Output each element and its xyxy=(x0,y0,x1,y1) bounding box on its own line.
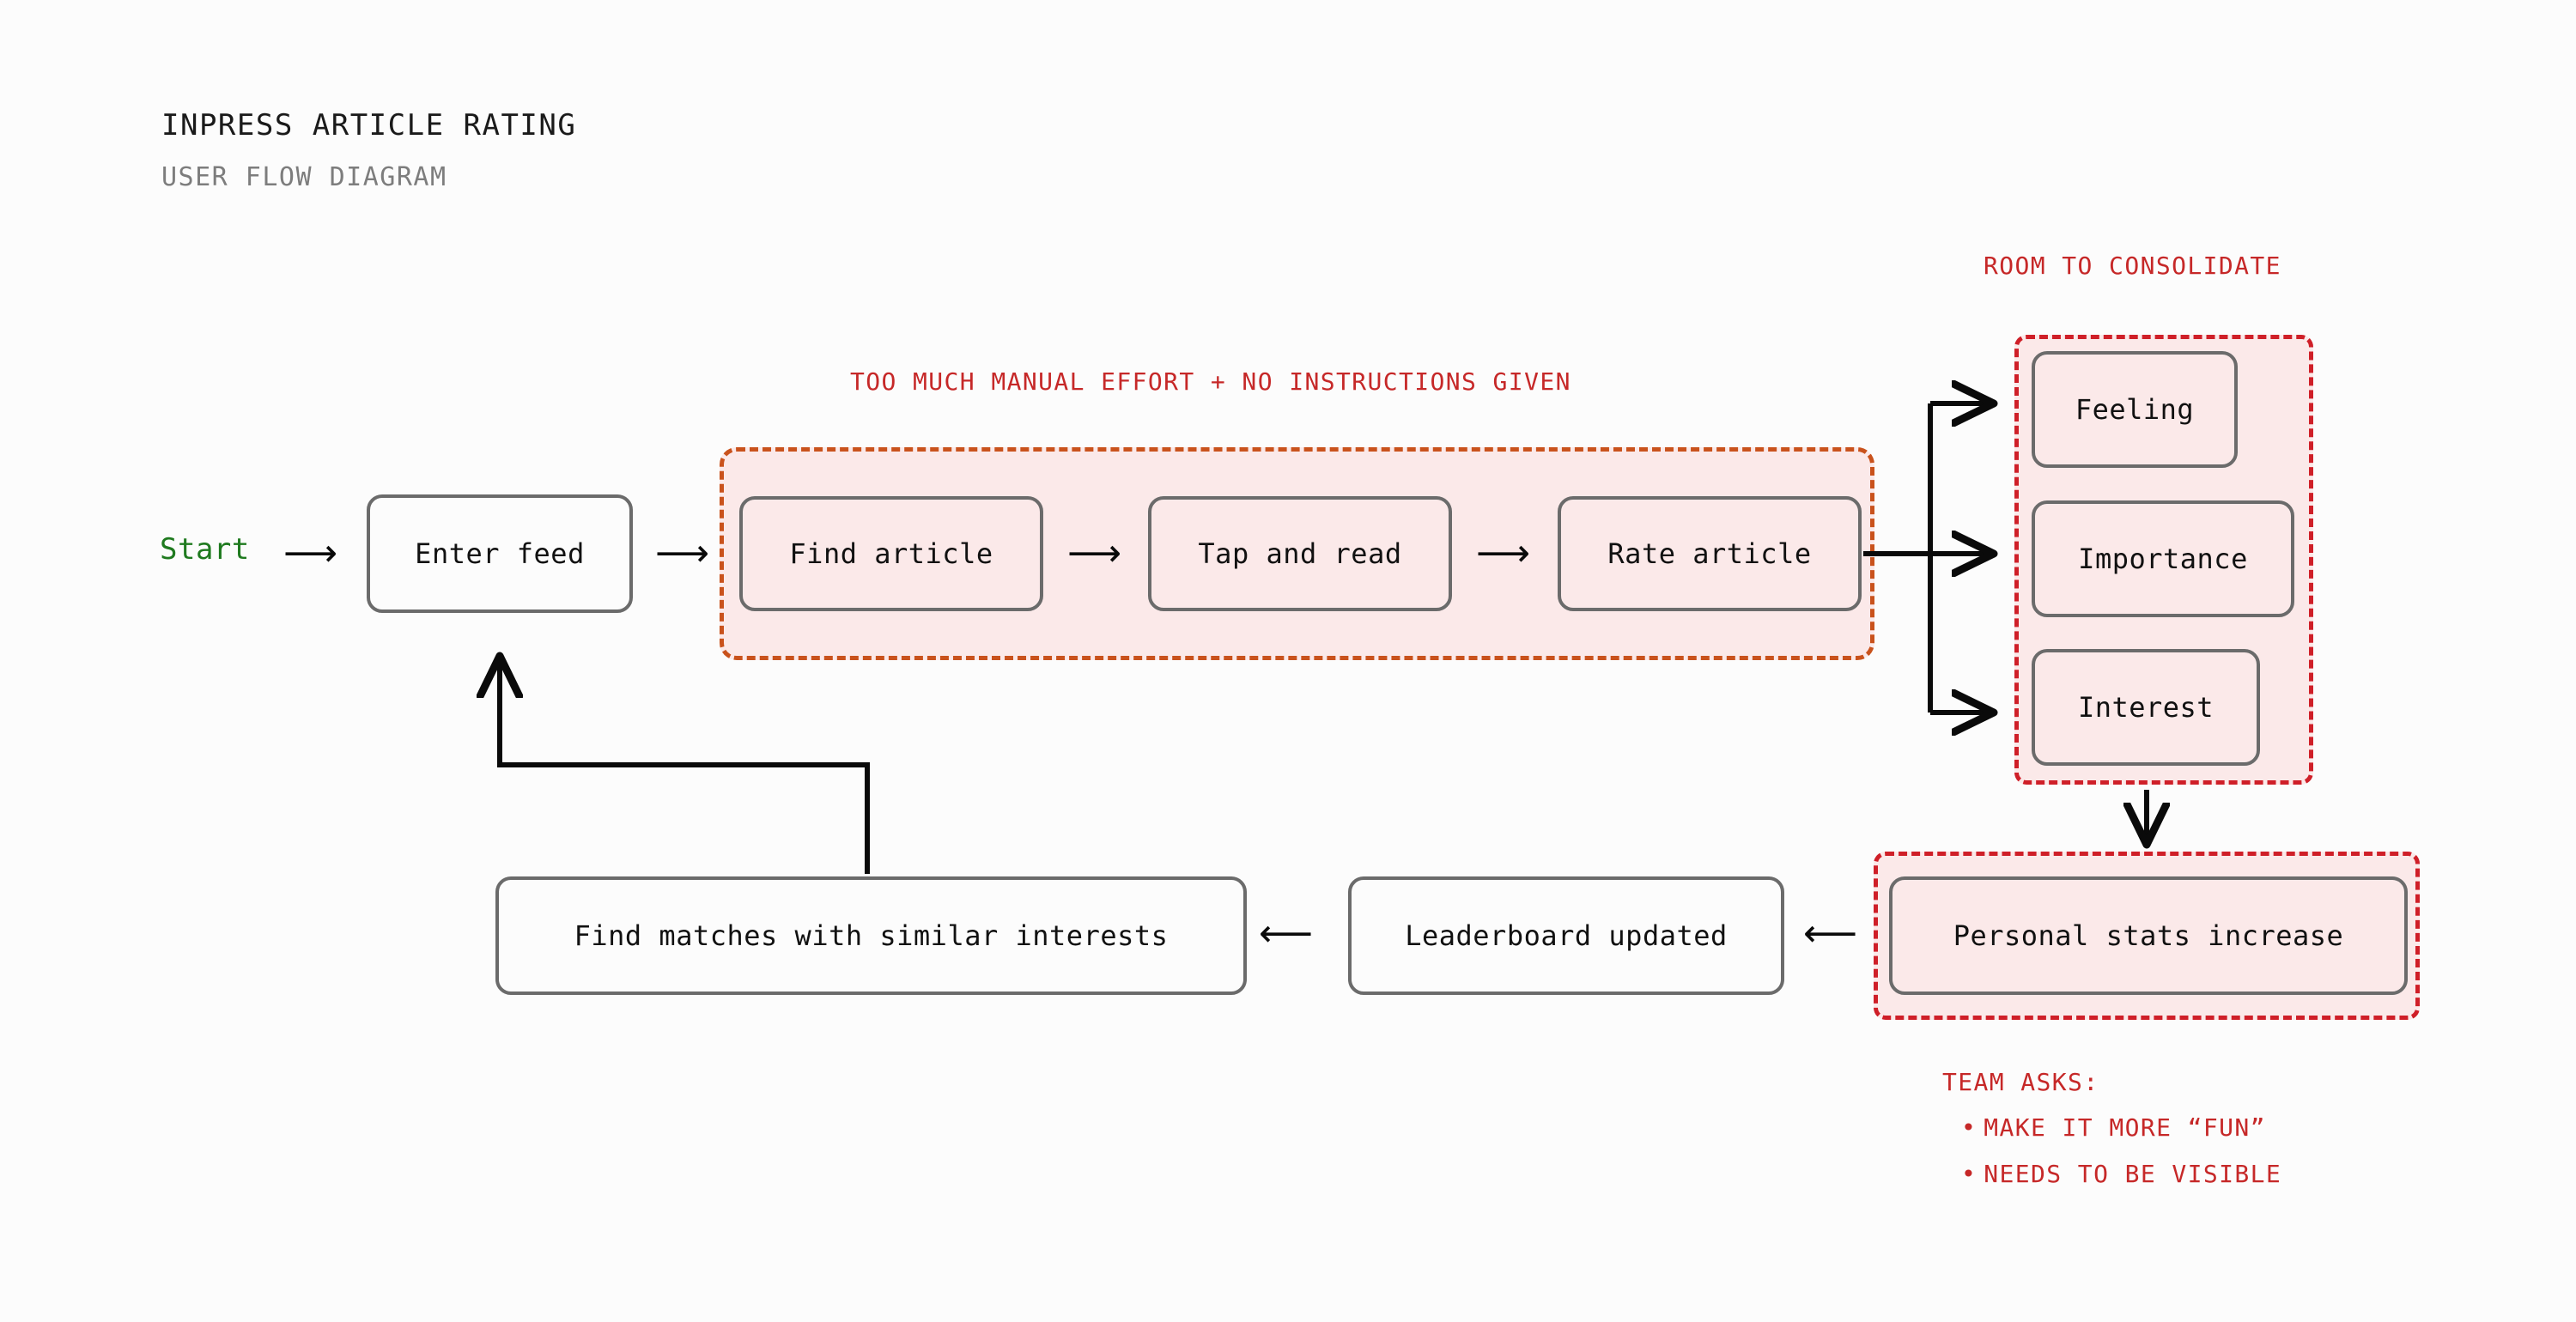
bullet-icon: • xyxy=(1961,1113,1978,1143)
annotation-manual-effort: TOO MUCH MANUAL EFFORT + NO INSTRUCTIONS… xyxy=(850,367,1571,396)
node-tap-and-read[interactable]: Tap and read xyxy=(1148,496,1452,611)
team-asks-item-1-label: MAKE IT MORE “FUN” xyxy=(1984,1113,2266,1143)
node-importance[interactable]: Importance xyxy=(2032,500,2294,617)
arrow-personal-stats-to-leaderboard-icon: ⟵ xyxy=(1259,912,1314,955)
node-find-article[interactable]: Find article xyxy=(739,496,1043,611)
start-label: Start xyxy=(160,532,250,567)
page-subtitle: USER FLOW DIAGRAM xyxy=(161,161,447,192)
node-leaderboard-updated[interactable]: Leaderboard updated xyxy=(1348,876,1784,995)
bullet-icon: • xyxy=(1961,1159,1978,1188)
team-asks-title: TEAM ASKS: xyxy=(1942,1068,2099,1096)
node-find-matches[interactable]: Find matches with similar interests xyxy=(495,876,1247,995)
node-personal-stats-increase[interactable]: Personal stats increase xyxy=(1889,876,2408,995)
arrow-leaderboard-to-find-matches-icon: ⟵ xyxy=(1803,912,1858,955)
node-rate-article[interactable]: Rate article xyxy=(1558,496,1862,611)
node-feeling[interactable]: Feeling xyxy=(2032,351,2238,468)
team-asks-item-1: •MAKE IT MORE “FUN” xyxy=(1942,1114,2281,1141)
annotation-room-to-consolidate: ROOM TO CONSOLIDATE xyxy=(1984,252,2281,280)
arrow-enter-feed-to-find-article-icon: ⟶ xyxy=(655,531,710,575)
team-asks-item-2: •NEEDS TO BE VISIBLE xyxy=(1942,1161,2281,1187)
team-asks-block: TEAM ASKS: •MAKE IT MORE “FUN” •NEEDS TO… xyxy=(1942,1069,2281,1187)
team-asks-item-2-label: NEEDS TO BE VISIBLE xyxy=(1984,1159,2282,1188)
page-title: INPRESS ARTICLE RATING xyxy=(161,108,577,143)
arrow-start-to-enter-feed-icon: ⟶ xyxy=(283,531,338,575)
node-enter-feed[interactable]: Enter feed xyxy=(367,494,633,613)
node-interest[interactable]: Interest xyxy=(2032,649,2260,766)
arrow-tap-and-read-to-rate-article-icon: ⟶ xyxy=(1476,531,1531,575)
title-block: INPRESS ARTICLE RATING USER FLOW DIAGRAM xyxy=(161,107,576,193)
arrow-find-article-to-tap-and-read-icon: ⟶ xyxy=(1067,531,1122,575)
